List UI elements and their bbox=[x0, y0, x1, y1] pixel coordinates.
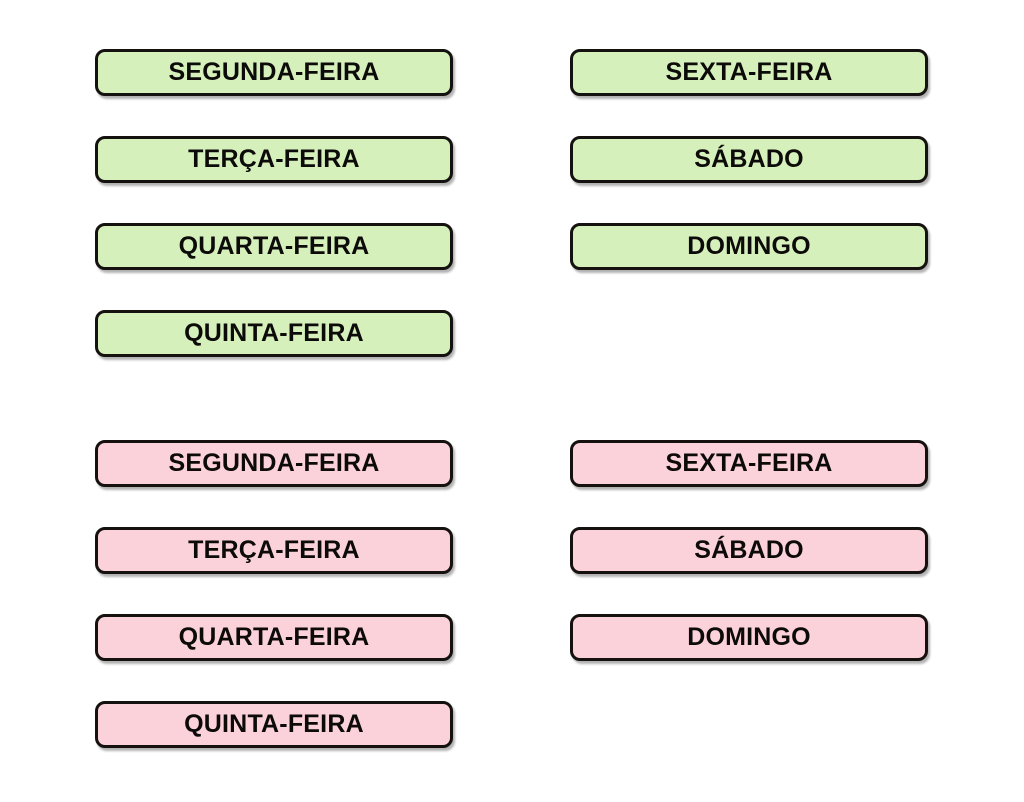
day-chip-label: SÁBADO bbox=[694, 536, 804, 564]
day-chip-quarta-feira-green[interactable]: QUARTA-FEIRA bbox=[95, 223, 453, 270]
day-chip-domingo-pink[interactable]: DOMINGO bbox=[570, 614, 928, 661]
day-chip-quarta-feira-pink[interactable]: QUARTA-FEIRA bbox=[95, 614, 453, 661]
pink-label-section: SEGUNDA-FEIRA TERÇA-FEIRA QUARTA-FEIRA Q… bbox=[0, 440, 1024, 748]
pink-left-column: SEGUNDA-FEIRA TERÇA-FEIRA QUARTA-FEIRA Q… bbox=[95, 440, 453, 748]
day-chip-label: TERÇA-FEIRA bbox=[188, 536, 360, 564]
day-chip-segunda-feira-pink[interactable]: SEGUNDA-FEIRA bbox=[95, 440, 453, 487]
day-chip-label: SEXTA-FEIRA bbox=[665, 449, 833, 477]
day-chip-label: DOMINGO bbox=[687, 232, 811, 260]
day-chip-label: SEGUNDA-FEIRA bbox=[168, 58, 380, 86]
day-chip-sexta-feira-pink[interactable]: SEXTA-FEIRA bbox=[570, 440, 928, 487]
day-chip-terca-feira-green[interactable]: TERÇA-FEIRA bbox=[95, 136, 453, 183]
day-chip-label: SÁBADO bbox=[694, 145, 804, 173]
day-chip-label: QUINTA-FEIRA bbox=[184, 710, 364, 738]
day-chip-quinta-feira-pink[interactable]: QUINTA-FEIRA bbox=[95, 701, 453, 748]
day-chip-sexta-feira-green[interactable]: SEXTA-FEIRA bbox=[570, 49, 928, 96]
day-chip-quinta-feira-green[interactable]: QUINTA-FEIRA bbox=[95, 310, 453, 357]
day-chip-label: DOMINGO bbox=[687, 623, 811, 651]
green-label-section: SEGUNDA-FEIRA TERÇA-FEIRA QUARTA-FEIRA Q… bbox=[0, 49, 1024, 357]
day-chip-label: QUINTA-FEIRA bbox=[184, 319, 364, 347]
green-right-column: SEXTA-FEIRA SÁBADO DOMINGO bbox=[570, 49, 928, 270]
day-chip-label: SEGUNDA-FEIRA bbox=[168, 449, 380, 477]
day-chip-sabado-green[interactable]: SÁBADO bbox=[570, 136, 928, 183]
day-chip-domingo-green[interactable]: DOMINGO bbox=[570, 223, 928, 270]
green-left-column: SEGUNDA-FEIRA TERÇA-FEIRA QUARTA-FEIRA Q… bbox=[95, 49, 453, 357]
day-chip-label: SEXTA-FEIRA bbox=[665, 58, 833, 86]
day-chip-sabado-pink[interactable]: SÁBADO bbox=[570, 527, 928, 574]
day-chip-segunda-feira-green[interactable]: SEGUNDA-FEIRA bbox=[95, 49, 453, 96]
pink-right-column: SEXTA-FEIRA SÁBADO DOMINGO bbox=[570, 440, 928, 661]
day-chip-label: TERÇA-FEIRA bbox=[188, 145, 360, 173]
day-chip-label: QUARTA-FEIRA bbox=[178, 232, 370, 260]
day-chip-label: QUARTA-FEIRA bbox=[178, 623, 370, 651]
day-chip-terca-feira-pink[interactable]: TERÇA-FEIRA bbox=[95, 527, 453, 574]
